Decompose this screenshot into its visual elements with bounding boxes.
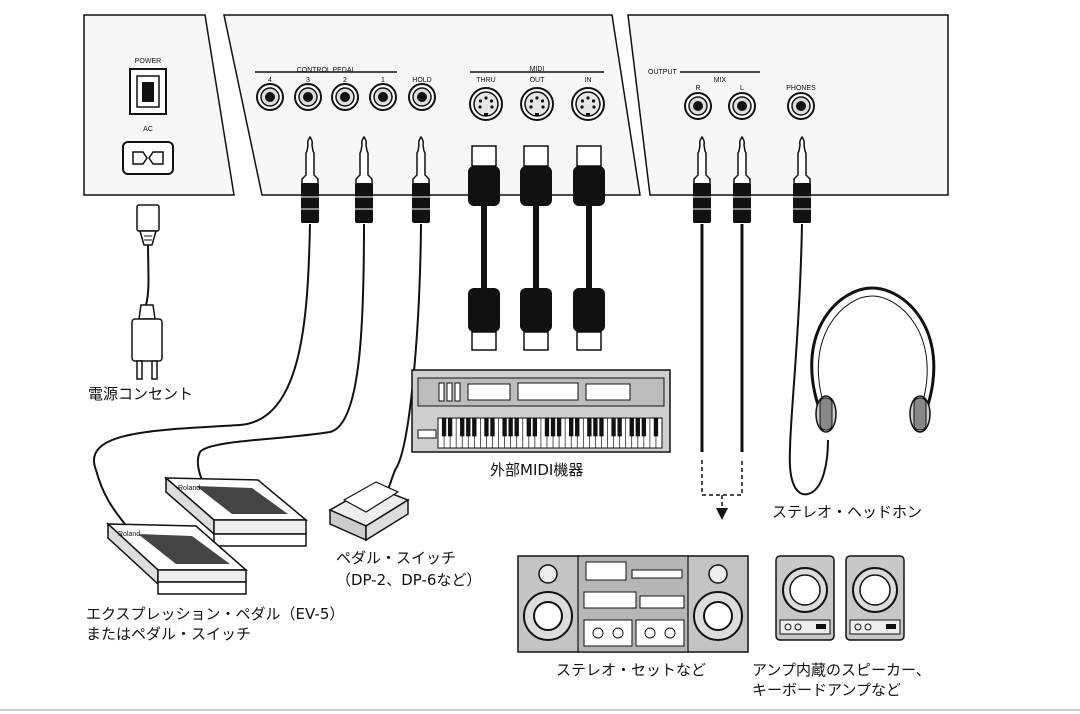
output-jack-label: R	[695, 85, 700, 92]
amp-speaker-caption-2: キーボードアンプなど	[752, 681, 901, 699]
arrow-down-icon	[716, 508, 728, 520]
midi-port-label: IN	[585, 77, 592, 84]
midi-port-label: THRU	[476, 77, 495, 84]
output-panel: OUTPUT MIX R L PHONES	[627, 14, 949, 196]
midi-in-port[interactable]	[571, 87, 605, 121]
output-jack-label: L	[740, 85, 744, 92]
pedal-brand: Roland	[118, 531, 140, 538]
external-midi-caption: 外部MIDI機器	[490, 461, 584, 479]
expression-pedal-caption-2: またはペダル・スイッチ	[86, 625, 252, 643]
outlet-caption: 電源コンセント	[88, 385, 194, 403]
midi-port-label: OUT	[530, 77, 546, 84]
ac-label: AC	[143, 126, 153, 133]
midi-thru-port[interactable]	[469, 87, 503, 121]
expression-pedal-caption: エクスプレッション・ペダル（EV-5）	[86, 605, 345, 623]
power-cable	[131, 204, 163, 380]
headphones-icon	[810, 286, 936, 433]
expression-pedal-icon: Roland	[106, 522, 248, 595]
phones-jack[interactable]	[787, 92, 815, 120]
amp-speaker-caption: アンプ内蔵のスピーカー、	[752, 661, 931, 679]
headphones-caption: ステレオ・ヘッドホン	[772, 503, 923, 521]
power-panel: POWER AC	[83, 14, 235, 196]
hold-label: HOLD	[412, 77, 431, 84]
expression-cable	[93, 223, 311, 529]
headphone-cable	[788, 223, 829, 496]
output-l-jack[interactable]	[728, 92, 756, 120]
hold-jack[interactable]	[408, 83, 436, 111]
pedal-switch-caption: ペダル・スイッチ	[336, 549, 457, 567]
stereo-set-caption: ステレオ・セットなど	[556, 661, 707, 679]
pedal-jack-4[interactable]	[256, 83, 284, 111]
midi-cables	[468, 145, 605, 351]
pedal-jack-label: 3	[306, 77, 310, 84]
synthesizer-icon	[411, 369, 671, 453]
control-pedal-label: CONTROL PEDAL	[297, 67, 356, 74]
pedal-jack-2[interactable]	[331, 83, 359, 111]
power-label: POWER	[135, 58, 161, 65]
ac-inlet	[122, 141, 174, 175]
amp-speakers-icon	[775, 555, 905, 641]
pedal-jack-label: 2	[343, 77, 347, 84]
pedal-cable	[196, 223, 365, 481]
expression-pedal-icon: Roland	[163, 476, 309, 547]
pedal-jack-3[interactable]	[294, 83, 322, 111]
output-label: OUTPUT	[648, 69, 678, 76]
pedal-switch-models: （DP-2、DP-6など）	[336, 571, 482, 589]
pedal-jack-1[interactable]	[369, 83, 397, 111]
phones-label: PHONES	[786, 85, 816, 92]
hold-cable	[387, 223, 422, 491]
pedal-switch-icon	[328, 481, 410, 542]
midi-label: MIDI	[530, 66, 545, 73]
output-r-jack[interactable]	[684, 92, 712, 120]
output-cables	[700, 224, 744, 520]
stereo-set-icon	[517, 555, 749, 653]
pedal-jack-label: 4	[268, 77, 272, 84]
mix-label: MIX	[714, 77, 727, 84]
midi-out-port[interactable]	[520, 87, 554, 121]
pedal-brand: Roland	[178, 485, 200, 492]
pedal-jack-label: 1	[381, 77, 385, 84]
